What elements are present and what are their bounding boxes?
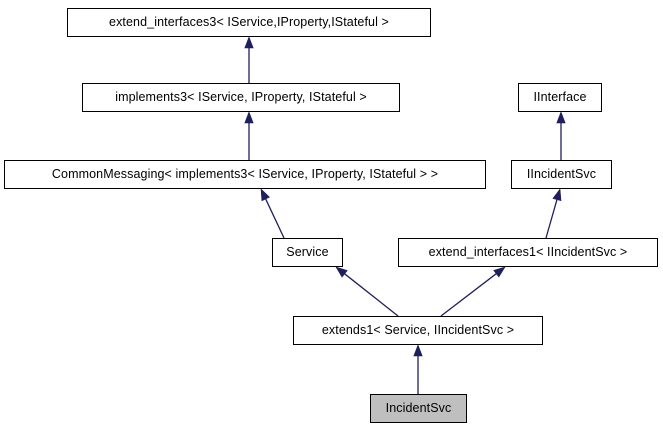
edge-arrowhead-icon [493, 266, 506, 278]
class-node-label: extends1< Service, IIncidentSvc > [321, 323, 515, 338]
inheritance-arrow-implements3-to-extend_interfaces3 [244, 36, 254, 83]
inheritance-arrow-extends1-to-extend_interfaces1 [440, 266, 506, 317]
class-node-extend_interfaces1[interactable]: extend_interfaces1< IIncidentSvc > [398, 238, 658, 267]
class-node-label: Service [286, 245, 329, 260]
edge-arrowhead-icon [335, 266, 348, 278]
class-node-label: extend_interfaces3< IService,IProperty,I… [109, 15, 389, 30]
class-node-incidentsvc[interactable]: IncidentSvc [370, 394, 467, 423]
edge-arrowhead-icon [244, 111, 254, 124]
class-node-implements3[interactable]: implements3< IService, IProperty, IState… [82, 83, 400, 112]
class-node-extend_interfaces3[interactable]: extend_interfaces3< IService,IProperty,I… [67, 8, 431, 37]
class-node-label: extend_interfaces1< IIncidentSvc > [428, 245, 628, 260]
edge-arrowhead-icon [244, 36, 254, 49]
edge-arrowhead-icon [413, 344, 423, 357]
edge-arrowhead-icon [552, 188, 562, 202]
class-node-iinterface[interactable]: IInterface [518, 83, 602, 112]
class-node-label: implements3< IService, IProperty, IState… [115, 90, 367, 105]
class-node-service[interactable]: Service [272, 238, 343, 267]
class-node-label: IncidentSvc [385, 401, 452, 416]
edge-line [440, 273, 497, 317]
inheritance-arrow-service-to-common_messaging [260, 188, 285, 239]
class-node-common_messaging[interactable]: CommonMessaging< implements3< IService, … [4, 160, 486, 189]
edge-arrowhead-icon [260, 188, 270, 202]
class-node-label: CommonMessaging< implements3< IService, … [51, 167, 439, 182]
edge-line [344, 273, 399, 317]
inheritance-arrow-incidentsvc-to-extends1 [413, 344, 423, 394]
inheritance-arrow-common_messaging-to-implements3 [244, 111, 254, 160]
inheritance-arrow-extend_interfaces1-to-iincidentsvc [545, 188, 562, 239]
edge-line [545, 199, 558, 239]
edge-line [265, 198, 285, 239]
class-node-iincidentsvc[interactable]: IIncidentSvc [511, 160, 612, 189]
edge-arrowhead-icon [556, 111, 566, 124]
class-node-label: IIncidentSvc [526, 167, 597, 182]
class-node-label: IInterface [533, 90, 587, 105]
class-node-extends1[interactable]: extends1< Service, IIncidentSvc > [293, 316, 543, 345]
inheritance-arrow-extends1-to-service [335, 266, 399, 317]
inheritance-arrow-iincidentsvc-to-iinterface [556, 111, 566, 160]
